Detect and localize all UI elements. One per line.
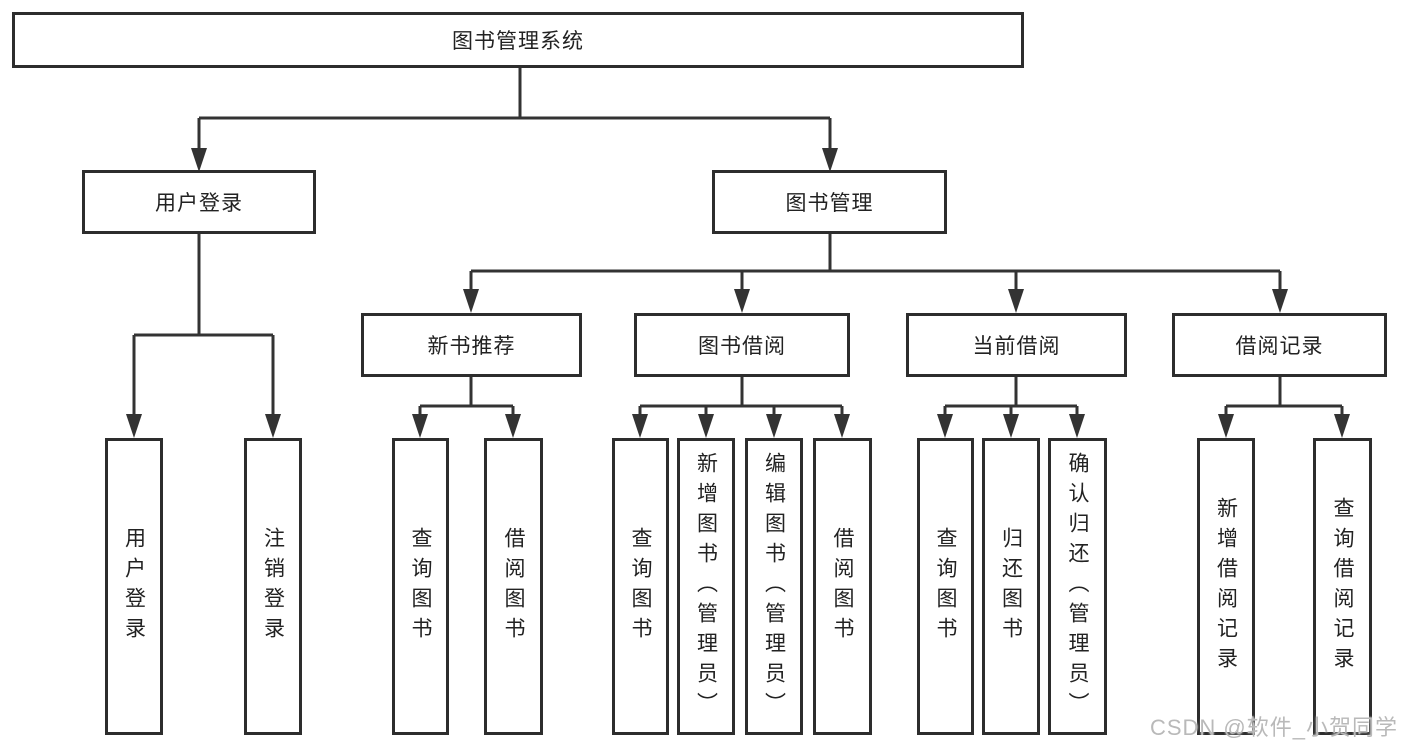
node-bb-query-book: 查询图书 xyxy=(612,438,669,735)
node-bb-edit-book: 编辑图书（管理员） xyxy=(745,438,803,735)
node-rec-borrow-book-label: 借阅图书 xyxy=(502,526,526,647)
node-book-borrow-label: 图书借阅 xyxy=(698,335,786,358)
node-book-borrow: 图书借阅 xyxy=(634,313,850,377)
node-cb-return-book-label: 归还图书 xyxy=(999,526,1023,647)
arrowhead xyxy=(505,414,521,438)
node-login-leaf: 用户登录 xyxy=(105,438,163,735)
node-logout-leaf: 注销登录 xyxy=(244,438,302,735)
arrowhead xyxy=(1003,414,1019,438)
arrowhead xyxy=(734,289,750,313)
arrowhead xyxy=(265,414,281,438)
arrowhead xyxy=(412,414,428,438)
node-login-leaf-label: 用户登录 xyxy=(122,526,146,647)
node-br-add-record-label: 新增借阅记录 xyxy=(1214,496,1238,677)
connector-borrow-records-children xyxy=(1224,377,1344,418)
arrowhead xyxy=(632,414,648,438)
node-br-query-record: 查询借阅记录 xyxy=(1313,438,1372,735)
node-new-book-rec: 新书推荐 xyxy=(361,313,582,377)
node-bb-edit-book-label: 编辑图书（管理员） xyxy=(762,451,786,722)
node-root-label: 图书管理系统 xyxy=(452,30,584,53)
arrowhead xyxy=(463,289,479,313)
node-user-login: 用户登录 xyxy=(82,170,316,234)
node-current-borrow-label: 当前借阅 xyxy=(972,335,1061,358)
arrowhead xyxy=(822,148,838,172)
node-cb-confirm-return: 确认归还（管理员） xyxy=(1048,438,1107,735)
arrowhead xyxy=(834,414,850,438)
arrowhead xyxy=(698,414,714,438)
node-rec-borrow-book: 借阅图书 xyxy=(484,438,543,735)
node-br-query-record-label: 查询借阅记录 xyxy=(1331,496,1355,677)
node-user-login-label: 用户登录 xyxy=(155,192,243,215)
arrowhead xyxy=(1218,414,1234,438)
node-root: 图书管理系统 xyxy=(12,12,1024,68)
node-bb-query-book-label: 查询图书 xyxy=(629,526,653,647)
node-borrow-records: 借阅记录 xyxy=(1172,313,1387,377)
node-br-add-record: 新增借阅记录 xyxy=(1197,438,1255,735)
node-rec-query-book-label: 查询图书 xyxy=(409,526,433,647)
arrowhead xyxy=(1334,414,1350,438)
connector-new-book-rec-children xyxy=(418,377,515,418)
node-book-mgmt: 图书管理 xyxy=(712,170,947,234)
connector-current-borrow-children xyxy=(943,377,1079,418)
arrowhead xyxy=(937,414,953,438)
arrowhead xyxy=(1069,414,1085,438)
node-bb-borrow-book: 借阅图书 xyxy=(813,438,872,735)
node-rec-query-book: 查询图书 xyxy=(392,438,449,735)
connector-book-borrow-children xyxy=(638,377,844,418)
arrowhead xyxy=(766,414,782,438)
connector-user-login-children xyxy=(132,234,275,418)
connector-book-mgmt-children xyxy=(469,234,1282,293)
node-cb-query-book: 查询图书 xyxy=(917,438,974,735)
arrowhead xyxy=(191,148,207,172)
node-bb-add-book-label: 新增图书（管理员） xyxy=(694,451,718,722)
node-logout-leaf-label: 注销登录 xyxy=(261,526,285,647)
node-cb-query-book-label: 查询图书 xyxy=(934,526,958,647)
node-cb-return-book: 归还图书 xyxy=(982,438,1040,735)
node-book-mgmt-label: 图书管理 xyxy=(785,192,874,215)
node-new-book-rec-label: 新书推荐 xyxy=(427,335,516,358)
arrowhead xyxy=(1008,289,1024,313)
node-borrow-records-label: 借阅记录 xyxy=(1235,335,1324,358)
node-bb-add-book: 新增图书（管理员） xyxy=(677,438,735,735)
arrowhead xyxy=(126,414,142,438)
node-cb-confirm-return-label: 确认归还（管理员） xyxy=(1066,451,1090,722)
node-current-borrow: 当前借阅 xyxy=(906,313,1127,377)
connector-root-to-level2 xyxy=(197,68,832,152)
node-bb-borrow-book-label: 借阅图书 xyxy=(831,526,855,647)
arrowhead xyxy=(1272,289,1288,313)
